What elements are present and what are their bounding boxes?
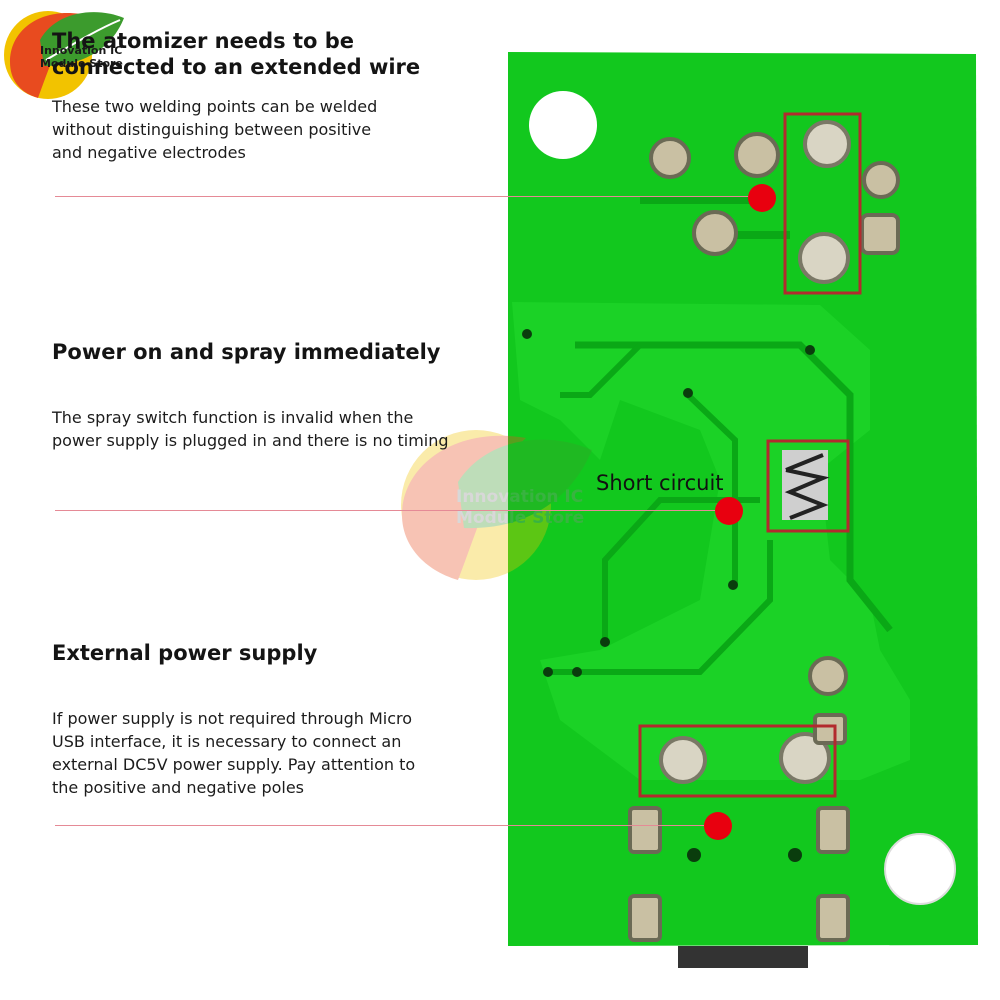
via [683,388,693,398]
atomizer-pointer-line [55,196,755,197]
watermark-text-line1: Innovation IC [456,487,584,507]
via [572,667,582,677]
external-power-pointer-dot [704,812,732,840]
via [788,848,802,862]
via [728,580,738,590]
copper-pour-top [512,302,910,780]
external-power-body-line3: external DC5V power supply. Pay attentio… [52,755,416,774]
atomizer-body-line1: These two welding points can be welded [52,97,378,116]
trace [575,341,893,633]
solder-pads-top [649,120,900,284]
external-power-pointer-line [55,825,705,826]
trace [560,342,643,398]
solder-pads-bottom [628,656,850,968]
atomizer-heading-line1: The atomizer needs to be [52,29,355,53]
trace [685,392,738,585]
atomizer-pointer-dot [748,184,776,212]
external-power-body-line2: USB interface, it is necessary to connec… [52,732,402,751]
external-power-body-line4: the positive and negative poles [52,778,305,797]
highlight-box-power [638,724,837,798]
power-on-heading: Power on and spray immediately [52,340,441,364]
watermark-text-line2: Module Store [456,508,585,528]
short-circuit-label: Short circuit [596,471,724,495]
via [805,345,815,355]
logo-text-line2: Module Store [40,57,123,70]
trace [602,497,760,640]
highlight-box-short-circuit [766,439,850,533]
via [543,667,553,677]
external-power-body-line1: If power supply is not required through … [52,709,413,728]
external-power-heading: External power supply [52,641,318,665]
mounting-hole [529,91,597,159]
watermark-leaf-icon [401,430,592,580]
mounting-hole [885,834,955,904]
via [522,329,532,339]
watermark: Innovation IC Module Store [396,420,596,585]
logo-leaf-icon [4,11,124,99]
via [687,848,701,862]
power-on-body-line2: power supply is plugged in and there is … [52,431,449,450]
short-circuit-pointer-dot [715,497,743,525]
short-circuit-pointer-line [55,510,717,511]
atomizer-body-line2: without distinguishing between positive [52,120,372,139]
atomizer-heading-line2: connected to an extended wire [52,55,421,79]
atomizer-body-line3: and negative electrodes [52,143,246,162]
via [600,637,610,647]
highlight-box-atomizer [783,112,862,295]
store-logo: Innovation IC Module Store [0,0,130,109]
logo-text-line1: Innovation IC [40,44,123,57]
trace [545,540,773,675]
power-on-body-line1: The spray switch function is invalid whe… [52,408,414,427]
